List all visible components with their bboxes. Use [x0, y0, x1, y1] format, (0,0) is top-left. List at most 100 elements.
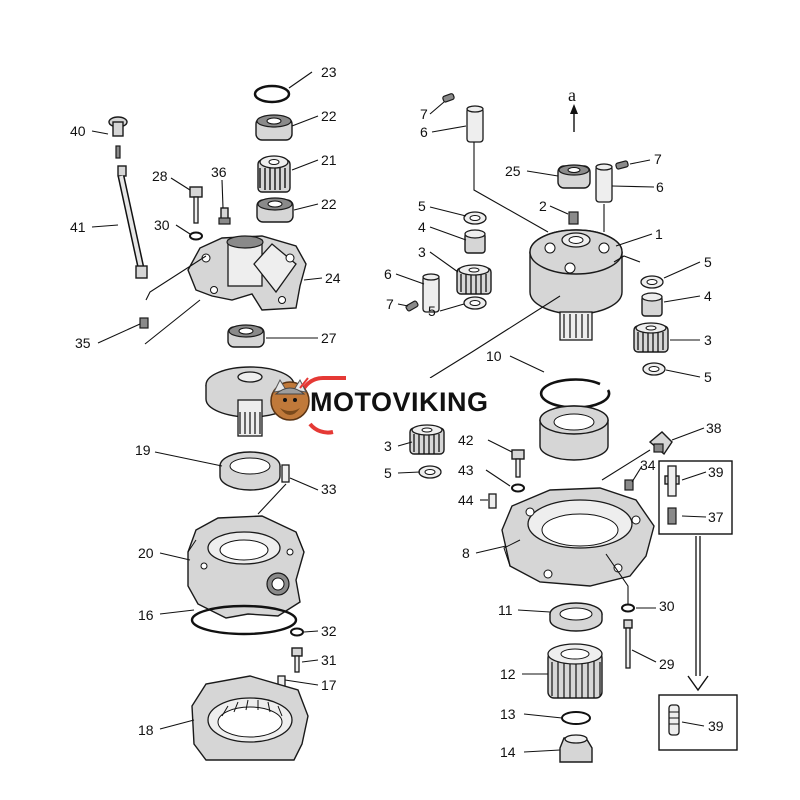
callout-7-left: 7: [386, 296, 394, 312]
part-27-bearing: [227, 324, 265, 348]
callout-42: 42: [458, 432, 474, 448]
part-29-bolt: [623, 619, 633, 669]
callout-36: 36: [211, 164, 227, 180]
part-10-snap-ring: [539, 378, 611, 409]
callout-19: 19: [135, 442, 151, 458]
callout-6-left: 6: [384, 266, 392, 282]
part-34-plug: [624, 479, 634, 491]
part-7-spring-pin-left: [405, 300, 419, 312]
callout-43: 43: [458, 462, 474, 478]
callout-6-right: 6: [656, 179, 664, 195]
part-24-pinion-housing: [187, 235, 307, 311]
callout-35: 35: [75, 335, 91, 351]
part-35-plug: [139, 317, 149, 329]
callout-34: 34: [640, 457, 656, 473]
part-8-swing-housing: [501, 487, 655, 587]
part-38-elbow-fitting: [648, 431, 673, 456]
part-13-o-ring: [561, 711, 591, 725]
callout-24: 24: [325, 270, 341, 286]
part-4-bushing-a: [464, 229, 486, 254]
part-3-planet-gear-c: [409, 424, 445, 455]
part-41-level-gauge-tube: [117, 165, 148, 279]
callout-20: 20: [138, 545, 154, 561]
callout-31: 31: [321, 652, 337, 668]
callout-18: 18: [138, 722, 154, 738]
callout-5-b: 5: [428, 303, 436, 319]
part-5-washer-a: [463, 211, 487, 225]
callout-13: 13: [500, 706, 516, 722]
callout-25: 25: [505, 163, 521, 179]
callout-7-right: 7: [654, 151, 662, 167]
part-28-bolt: [189, 186, 203, 224]
callout-16: 16: [138, 607, 154, 623]
part-1-planet-carrier: [529, 229, 623, 341]
viking-logo-icon: [270, 377, 310, 421]
detail-box-lower: [658, 694, 738, 751]
callout-3-a: 3: [418, 244, 426, 260]
detail-arrow-down: [687, 536, 709, 692]
callout-3-b: 3: [704, 332, 712, 348]
callout-41: 41: [70, 219, 86, 235]
part-5-washer-d: [642, 362, 666, 376]
part-21-pinion-gear: [257, 155, 291, 193]
callout-39-lower: 39: [708, 718, 724, 734]
callout-30-right: 30: [659, 598, 675, 614]
callout-7-top: 7: [420, 106, 428, 122]
part-22-bearing-upper: [255, 114, 293, 141]
part-32-washer: [290, 627, 304, 637]
part-14-cap: [559, 734, 593, 763]
part-3-planet-gear-a: [456, 264, 492, 295]
part-12-sun-gear: [547, 643, 603, 699]
callout-29: 29: [659, 656, 675, 672]
callout-37: 37: [708, 509, 724, 525]
callout-14: 14: [500, 744, 516, 760]
callout-21: 21: [321, 152, 337, 168]
callout-5-c: 5: [704, 254, 712, 270]
part-42-bolt: [511, 449, 525, 478]
part-19-oil-seal: [219, 451, 281, 491]
part-7-spring-pin-right: [615, 160, 629, 170]
callout-4-b: 4: [704, 288, 712, 304]
part-4-bushing-b: [641, 292, 663, 317]
callout-23: 23: [321, 64, 337, 80]
callout-27: 27: [321, 330, 337, 346]
callout-5-e: 5: [384, 465, 392, 481]
part-16-o-ring: [190, 604, 298, 636]
callout-33: 33: [321, 481, 337, 497]
part-25-bearing: [557, 164, 591, 189]
part-40-dipstick-cap: [108, 116, 128, 159]
part-6-pin-top: [466, 105, 484, 143]
callout-4-a: 4: [418, 219, 426, 235]
callout-38: 38: [706, 420, 722, 436]
part-23-snap-ring: [253, 84, 291, 104]
part-18-ring-gear: [191, 675, 309, 761]
callout-1: 1: [655, 226, 663, 242]
callout-5-a: 5: [418, 198, 426, 214]
callout-28: 28: [152, 168, 168, 184]
part-43-washer: [511, 483, 525, 493]
part-3-planet-gear-b: [633, 322, 669, 353]
callout-labels: 23 22 21 22 24 27 28 30 36 40 41 35 19 3…: [70, 64, 724, 760]
watermark-text: MOTOVIKING: [310, 387, 489, 417]
direction-label-a: a: [568, 85, 576, 105]
part-44-pin: [488, 493, 497, 509]
part-6-pin-left: [422, 273, 440, 313]
part-31-bolt: [291, 647, 303, 673]
callout-30-left: 30: [154, 217, 170, 233]
part-6-pin-right: [595, 163, 613, 203]
part-30-washer-right: [621, 603, 635, 613]
callout-22-lower: 22: [321, 196, 337, 212]
callout-17: 17: [321, 677, 337, 693]
part-22-bearing-lower: [256, 197, 294, 223]
leader-lines: [91, 71, 707, 753]
callout-40: 40: [70, 123, 86, 139]
callout-44: 44: [458, 492, 474, 508]
callout-12: 12: [500, 666, 516, 682]
direction-arrow-a: [570, 104, 578, 132]
part-20-gear-case: [187, 515, 305, 619]
part-5-washer-b: [463, 296, 487, 310]
part-5-washer-e: [418, 465, 442, 479]
callout-39-upper: 39: [708, 464, 724, 480]
part-5-washer-c: [640, 275, 664, 289]
part-33-dowel-pin: [281, 464, 290, 483]
